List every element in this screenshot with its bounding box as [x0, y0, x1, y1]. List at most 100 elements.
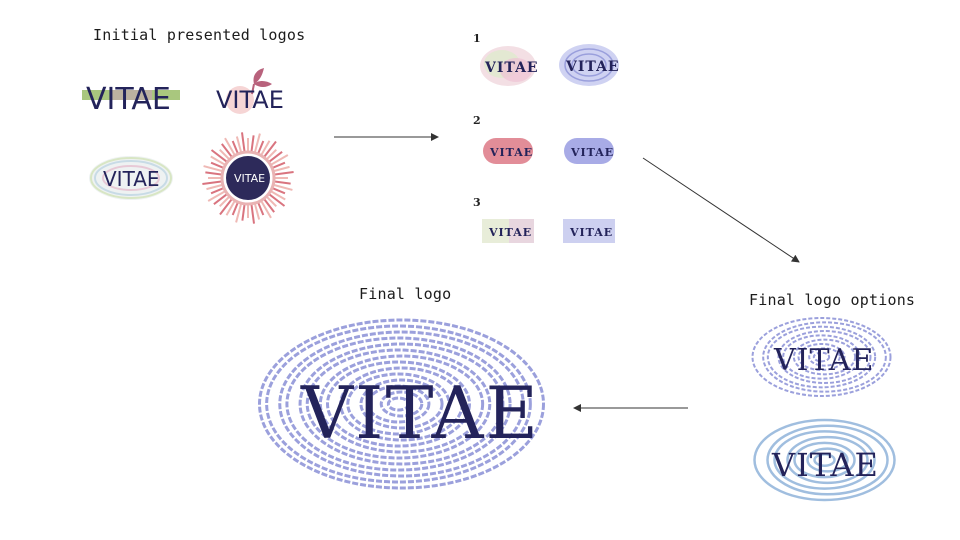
burst-ray	[235, 202, 243, 223]
burst-ray	[272, 183, 293, 191]
burst-ray	[235, 136, 243, 154]
ridge	[762, 321, 887, 393]
ridge	[782, 334, 861, 380]
burst-ray	[253, 133, 261, 154]
burst-rays	[202, 132, 294, 224]
option-1-logo-a: VITAE	[478, 44, 538, 88]
burst-ray	[210, 155, 226, 166]
ridge	[359, 378, 444, 430]
burst-ray	[231, 201, 239, 216]
ridge	[366, 384, 431, 424]
ridge	[298, 342, 505, 466]
ridge	[797, 343, 846, 371]
ridge	[379, 390, 424, 418]
burst-ray	[250, 135, 255, 153]
burst-ray	[270, 154, 289, 166]
burst-ray	[206, 183, 224, 191]
option-number-2: 2	[473, 114, 481, 127]
burst-ray	[253, 202, 261, 220]
ridge	[285, 336, 512, 472]
final-option-fingerprint-text: VITAE	[773, 343, 874, 378]
final-option-waves-ridges	[753, 418, 896, 502]
option-3-logo-b: VITAE	[562, 218, 616, 244]
ridge	[813, 453, 836, 467]
burst-ray	[205, 171, 223, 176]
burst-ray	[272, 165, 290, 173]
option-1-logo-b-text: VITAE	[565, 59, 620, 75]
initial-logo-stripe-graphic: VITAE	[82, 82, 180, 117]
option-number-1: 1	[473, 32, 481, 45]
ridge	[812, 351, 831, 363]
ridge	[265, 324, 532, 484]
ridge	[753, 418, 896, 502]
initial-logo-sprout-graphic: VITAE	[216, 68, 284, 114]
option-2-logo-b-text: VITAE	[570, 146, 614, 159]
initial-logos-label: Initial presented logos	[93, 26, 306, 44]
option-number-3: 3	[473, 196, 481, 209]
burst-ray	[271, 161, 286, 169]
burst-ray	[263, 140, 277, 158]
final-option-waves: VITAE	[753, 418, 898, 502]
option-2-logo-a: VITAE	[482, 137, 534, 165]
ridge	[792, 338, 857, 376]
ridge	[766, 424, 889, 496]
burst-ray	[203, 165, 224, 173]
burst-ray	[224, 137, 236, 156]
final-logo-options-label: Final logo options	[749, 291, 916, 309]
initial-logo-pastel: VITAE	[87, 154, 175, 202]
initial-logo-sprout-text: VITAE	[216, 86, 284, 114]
ridge	[751, 317, 892, 397]
initial-logo-sprout: VITAE	[212, 62, 288, 114]
final-logo: VITAE	[255, 318, 545, 490]
ridge	[793, 441, 856, 479]
burst-ray	[268, 151, 283, 163]
option-3-logo-a: VITAE	[481, 218, 535, 244]
burst-ray	[225, 200, 236, 216]
burst-ray	[213, 193, 228, 205]
burst-ray	[268, 193, 286, 207]
ridge	[326, 360, 471, 448]
ridge	[786, 435, 869, 485]
ridge	[318, 354, 485, 454]
option-3-logo-a-graphic: VITAE	[482, 219, 534, 243]
final-logo-label: Final logo	[359, 285, 452, 303]
final-option-fingerprint-ridges	[751, 317, 892, 397]
ridge	[305, 348, 492, 460]
burst-ray	[260, 140, 271, 156]
option-3-logo-b-text: VITAE	[569, 226, 613, 239]
burst-ray	[202, 180, 223, 185]
initial-logo-stripe: VITAE	[82, 78, 182, 117]
ridge	[806, 447, 849, 473]
option-1-logo-b-graphic: VITAE	[559, 44, 620, 86]
burst-ray	[219, 198, 233, 216]
burst-ray	[260, 200, 272, 219]
option-1-logo-a-text: VITAE	[484, 60, 539, 76]
burst-ray	[241, 203, 246, 221]
burst-ray	[257, 140, 265, 155]
ridge	[766, 325, 877, 389]
option-3-logo-b-graphic: VITAE	[563, 219, 615, 243]
initial-logo-stripe-text: VITAE	[86, 82, 171, 117]
final-logo-text: VITAE	[300, 371, 540, 455]
burst-ray	[273, 171, 294, 176]
ridge	[777, 330, 872, 384]
initial-logo-pastel-text: VITAE	[103, 167, 160, 191]
ridge	[386, 396, 411, 412]
ridge	[258, 318, 545, 490]
ridge	[808, 347, 841, 367]
burst-ray	[219, 149, 231, 161]
final-option-fingerprint: VITAE	[751, 316, 894, 398]
initial-logo-pastel-graphic: VITAE	[89, 156, 173, 200]
final-option-waves-graphic: VITAE	[753, 418, 896, 502]
option-2-logo-b-graphic: VITAE	[564, 138, 614, 164]
burst-ray	[210, 187, 225, 195]
burst-ray	[210, 161, 225, 169]
option-2-logo-a-graphic: VITAE	[483, 138, 533, 164]
burst-ray	[250, 203, 255, 224]
burst-ray	[231, 140, 239, 155]
burst-ray	[207, 190, 226, 202]
burst-ray	[219, 195, 231, 207]
ridge	[773, 430, 876, 490]
ridge	[339, 366, 464, 442]
